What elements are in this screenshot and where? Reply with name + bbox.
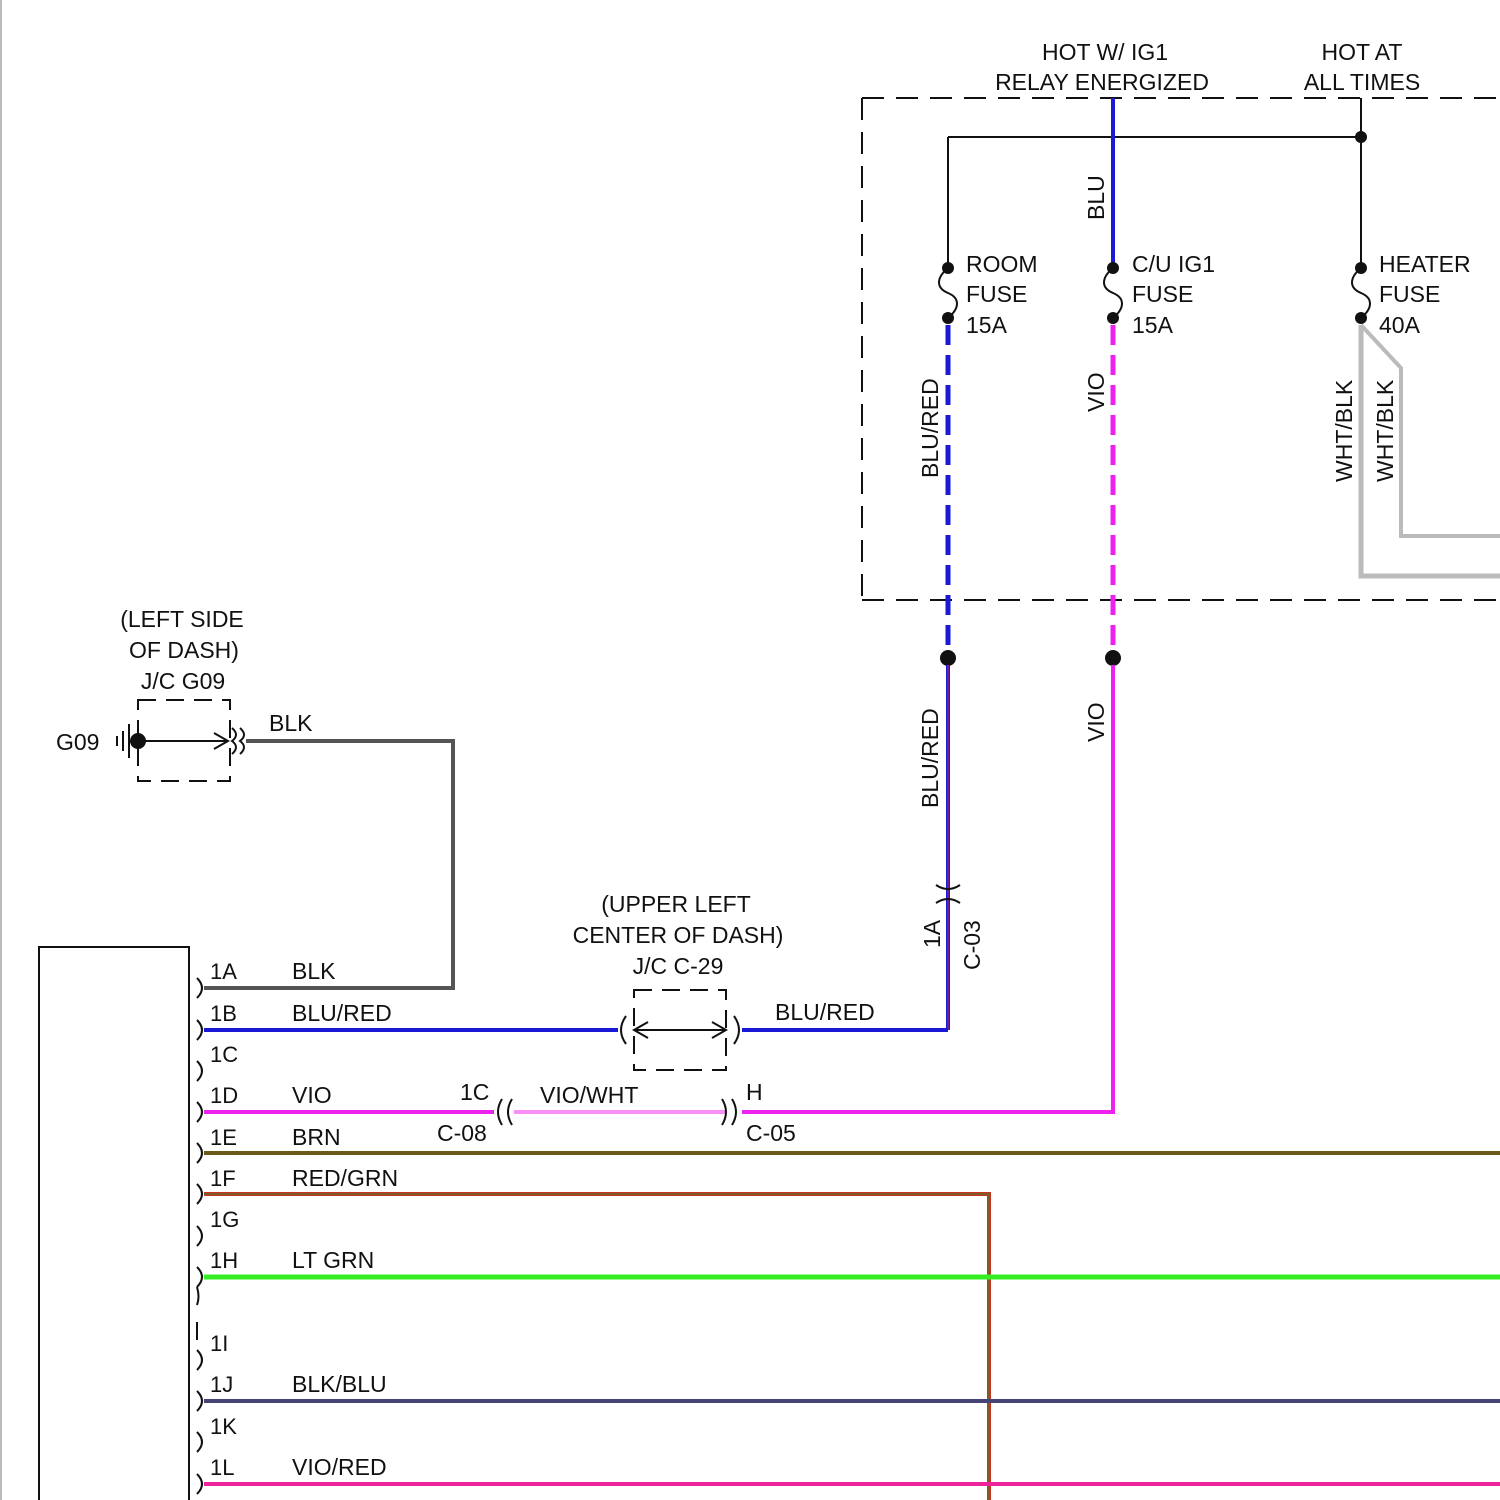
c08-pin-label: 1C <box>460 1079 489 1105</box>
ground-jc-location-1: (LEFT SIDE <box>120 606 244 632</box>
blu-wire-label: BLU <box>1083 175 1109 220</box>
hot-all-times-label-1: HOT AT <box>1322 39 1403 65</box>
blk-ground-wire <box>204 741 453 988</box>
pin-1g: 1G <box>210 1207 239 1232</box>
pin-1e: 1E <box>210 1125 237 1150</box>
cu-fuse-name: C/U IG1 <box>1132 251 1215 277</box>
pin-1b: 1B <box>210 1001 237 1026</box>
pin-1a: 1A <box>210 959 237 984</box>
pin-1f: 1F <box>210 1166 236 1191</box>
cu-ig1-fuse <box>1104 262 1122 324</box>
c03-id-label: C-03 <box>959 920 985 970</box>
pin-1c: 1C <box>210 1042 238 1067</box>
room-fuse-name: ROOM <box>966 251 1038 277</box>
heater-fuse-word: FUSE <box>1379 281 1440 307</box>
pin-1d: 1D <box>210 1083 238 1108</box>
c05-id-label: C-05 <box>746 1120 796 1146</box>
pin-1i: 1I <box>210 1331 228 1356</box>
ground-jc-location-2: OF DASH) <box>129 637 239 663</box>
blu-red-lower-label: BLU/RED <box>917 708 943 808</box>
c03-pin-label: 1A <box>919 919 945 948</box>
pin-1d-wire: VIO <box>292 1082 332 1108</box>
vio-upper-label: VIO <box>1083 372 1109 412</box>
component-box <box>39 947 189 1500</box>
jc-c29-id: J/C C-29 <box>633 953 724 979</box>
jc-c29-location-2: CENTER OF DASH) <box>573 922 784 948</box>
pin-1h: 1H <box>210 1248 238 1273</box>
heater-fuse-rating: 40A <box>1379 312 1421 338</box>
hot-ig1-label-2: RELAY ENERGIZED <box>995 69 1209 95</box>
splice-dot-blu-red <box>940 650 956 666</box>
room-fuse-rating: 15A <box>966 312 1008 338</box>
jc-c29-location-1: (UPPER LEFT <box>601 891 751 917</box>
connector-c08 <box>498 1099 512 1125</box>
pin-1b-wire: BLU/RED <box>292 1000 392 1026</box>
room-fuse <box>939 262 957 324</box>
pin-1e-wire: BRN <box>292 1124 341 1150</box>
room-fuse-word: FUSE <box>966 281 1027 307</box>
splice-dot-vio <box>1105 650 1121 666</box>
ground-symbol <box>117 724 244 758</box>
hot-all-times-label-2: ALL TIMES <box>1304 69 1420 95</box>
cu-fuse-word: FUSE <box>1132 281 1193 307</box>
hot-ig1-label-1: HOT W/ IG1 <box>1042 39 1168 65</box>
pin-1k: 1K <box>210 1414 237 1439</box>
jc-c29-connector <box>621 1016 739 1044</box>
blu-red-horiz-label: BLU/RED <box>775 999 875 1025</box>
ground-g09-label: G09 <box>56 729 99 755</box>
vio-wht-label: VIO/WHT <box>540 1082 638 1108</box>
c08-id-label: C-08 <box>437 1120 487 1146</box>
pin-connector-marks <box>197 978 202 1494</box>
pin-1j-wire: BLK/BLU <box>292 1371 387 1397</box>
fuse-box-outline <box>862 98 1500 600</box>
pin-1a-wire: BLK <box>292 958 336 984</box>
pin-1f-wire: RED/GRN <box>292 1165 398 1191</box>
internal-bus <box>948 98 1367 268</box>
wht-blk-label-2: WHT/BLK <box>1372 379 1398 482</box>
pin-1l-wire: VIO/RED <box>292 1454 387 1480</box>
blk-ground-label: BLK <box>269 710 313 736</box>
pin-1h-wire: LT GRN <box>292 1247 374 1273</box>
pin-1j: 1J <box>210 1372 233 1397</box>
vio-lower-label: VIO <box>1083 702 1109 742</box>
heater-fuse <box>1352 262 1370 324</box>
heater-fuse-name: HEATER <box>1379 251 1471 277</box>
cu-fuse-rating: 15A <box>1132 312 1174 338</box>
c05-pin-label: H <box>746 1079 763 1105</box>
ground-jc-id: J/C G09 <box>141 668 225 694</box>
blu-red-upper-label: BLU/RED <box>917 378 943 478</box>
pin-1l: 1L <box>210 1455 234 1480</box>
wht-blk-label-1: WHT/BLK <box>1331 379 1357 482</box>
